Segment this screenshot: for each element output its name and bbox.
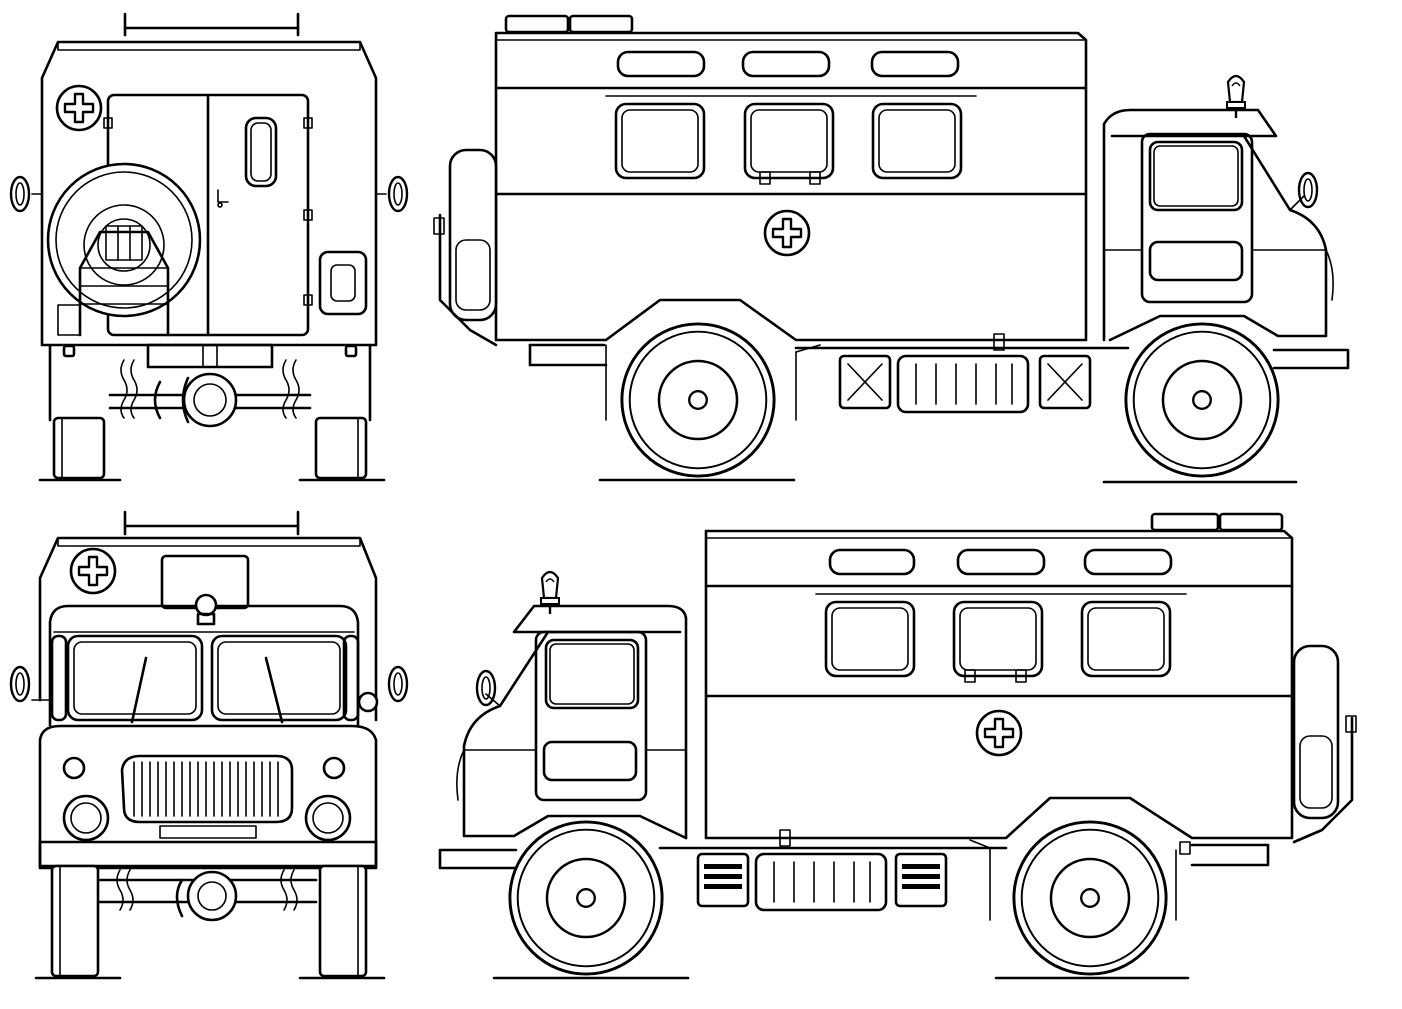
front-hood bbox=[38, 724, 378, 870]
rear-roof-rack bbox=[123, 12, 300, 37]
right-ambulance-box bbox=[704, 529, 1294, 840]
red-cross-emblem-icon bbox=[975, 709, 1023, 757]
right-battery-box bbox=[754, 852, 888, 912]
rear-spare-wheel bbox=[46, 162, 202, 318]
front-bumper bbox=[38, 840, 378, 868]
front-differential bbox=[186, 870, 238, 922]
left-rear-spare-wheel bbox=[448, 148, 498, 322]
rear-view bbox=[9, 12, 409, 482]
rear-left-lamp-icon bbox=[9, 175, 31, 213]
front-indicator-right bbox=[322, 756, 346, 780]
left-ambulance-box bbox=[494, 31, 1088, 342]
right-rear-wheel bbox=[1012, 820, 1168, 976]
left-side-view bbox=[433, 14, 1350, 484]
front-right-mirror-icon bbox=[387, 665, 409, 703]
left-rear-wheel bbox=[620, 322, 776, 478]
front-beacon-lamp-icon bbox=[194, 593, 218, 617]
front-windshield-left bbox=[66, 634, 204, 722]
left-cab bbox=[1102, 108, 1278, 342]
rear-left-tyre bbox=[52, 416, 106, 480]
right-cab-door bbox=[534, 630, 648, 802]
rear-right-tyre bbox=[314, 416, 368, 480]
right-rear-spare-wheel bbox=[1292, 644, 1340, 820]
right-beacon-lamp-icon bbox=[539, 570, 561, 616]
front-box-silhouette bbox=[38, 536, 378, 722]
right-side-view bbox=[438, 512, 1357, 980]
left-side-mirror-icon bbox=[1297, 171, 1319, 209]
right-front-wheel bbox=[508, 820, 664, 976]
left-front-wheel bbox=[1124, 322, 1280, 478]
left-beacon-lamp-icon bbox=[1225, 74, 1247, 120]
rear-differential bbox=[182, 372, 238, 428]
red-cross-emblem-icon bbox=[69, 547, 117, 595]
front-view bbox=[9, 510, 409, 980]
rear-right-lamp-icon bbox=[387, 175, 409, 213]
front-right-tyre bbox=[318, 864, 368, 978]
front-windshield-right bbox=[210, 634, 348, 722]
left-battery-box bbox=[896, 354, 1030, 414]
front-grille bbox=[120, 754, 294, 824]
right-cab bbox=[512, 604, 688, 840]
left-cab-door bbox=[1140, 132, 1254, 304]
front-indicator-left bbox=[62, 756, 86, 780]
front-left-tyre bbox=[50, 864, 100, 978]
red-cross-emblem-icon bbox=[763, 209, 811, 257]
red-cross-emblem-icon bbox=[55, 84, 103, 132]
front-left-mirror-icon bbox=[9, 665, 31, 703]
